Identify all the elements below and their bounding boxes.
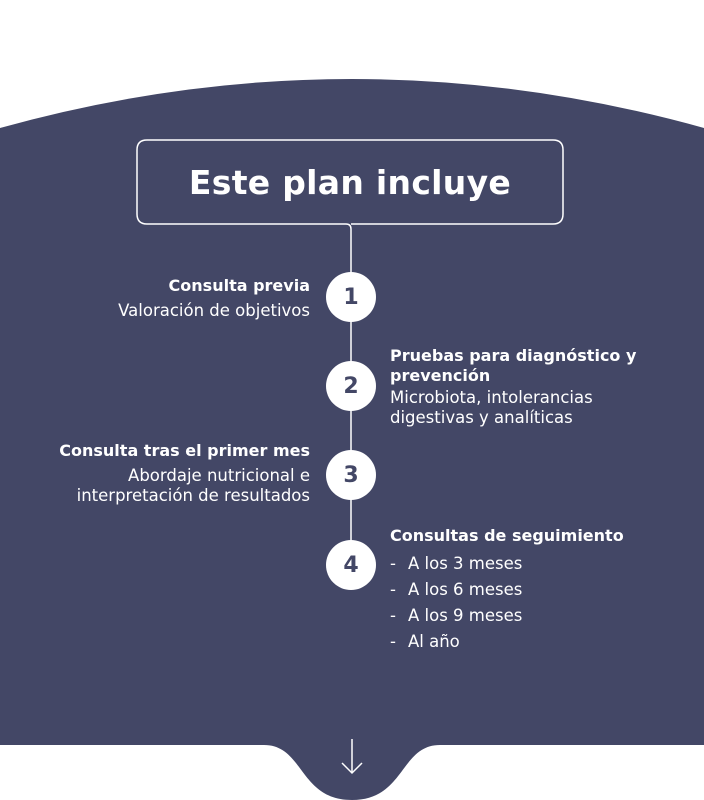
step-3-description: Abordaje nutricional e interpretación de…: [76, 466, 310, 505]
list-item: -A los 6 meses: [390, 580, 523, 599]
follow-up-list: -A los 3 meses -A los 6 meses -A los 9 m…: [390, 551, 522, 655]
step-number-1: 1: [326, 272, 376, 322]
step-4-title: Consultas de seguimiento: [390, 526, 624, 545]
list-item: -A los 9 meses: [390, 606, 523, 625]
arrow-down-icon[interactable]: [340, 738, 364, 776]
step-1-description: Valoración de objetivos: [118, 301, 310, 320]
page-title: Este plan incluye: [188, 162, 512, 202]
step-number-4: 4: [326, 540, 376, 590]
step-number-2: 2: [326, 361, 376, 411]
list-item: -A los 3 meses: [390, 554, 523, 573]
step-2-description: Microbiota, intolerancias digestivas y a…: [390, 388, 593, 427]
step-1-title: Consulta previa: [168, 276, 310, 295]
step-number-3: 3: [326, 450, 376, 500]
list-item: -Al año: [390, 632, 460, 651]
step-2-title: Pruebas para diagnóstico y prevención: [390, 346, 637, 385]
step-3-title: Consulta tras el primer mes: [59, 441, 310, 460]
